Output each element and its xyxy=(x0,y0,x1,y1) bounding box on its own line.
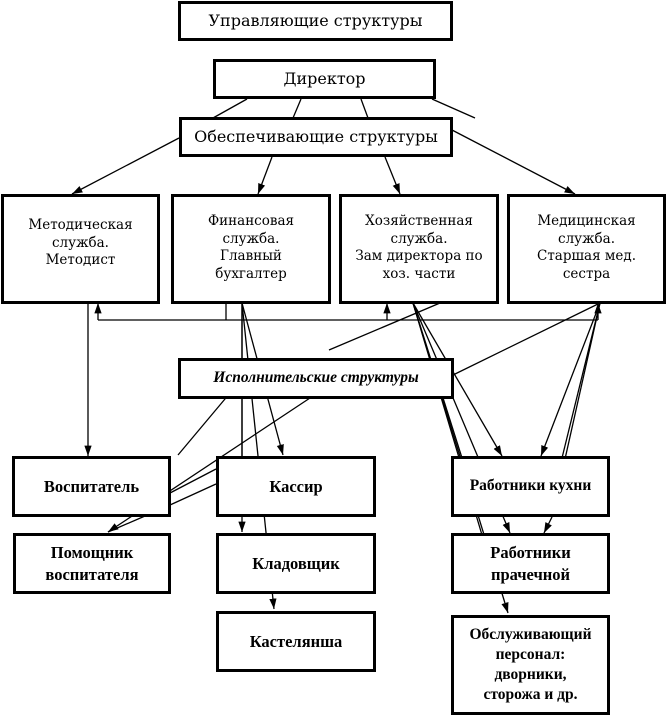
laundry-workers-box: Работники прачечной xyxy=(451,533,610,594)
arrow-to-laundry-med xyxy=(543,516,553,534)
executive-structures-label: Исполнительские структуры xyxy=(213,369,419,387)
educator-label: Воспитатель xyxy=(43,476,140,496)
connector xyxy=(360,98,369,119)
kitchen-workers-box: Работники кухни xyxy=(451,456,610,517)
educator-box: Воспитатель xyxy=(12,456,171,517)
household-service-box: Хозяйственная служба. Зам директора по х… xyxy=(339,194,499,304)
methodical-service-box: Методическая служба. Методист xyxy=(1,194,160,304)
laundry-workers-label: Работники прачечной xyxy=(490,543,571,584)
connector xyxy=(292,98,302,119)
methodical-service-label: Методическая служба. Методист xyxy=(28,217,133,269)
linen-keeper-label: Кастелянша xyxy=(249,631,343,651)
financial-service-box: Финансовая служба. Главный бухгалтер xyxy=(171,194,331,304)
connector xyxy=(328,302,441,351)
management-structures-box: Управляющие структуры xyxy=(178,1,453,41)
financial-service-label: Финансовая служба. Главный бухгалтер xyxy=(207,213,295,282)
arrow-to-kitchen xyxy=(412,302,503,457)
arrow-to-kitchen-med xyxy=(540,302,601,457)
assistant-educator-box: Помощник воспитателя xyxy=(13,533,171,594)
service-staff-label: Обслуживающий персонал: дворники, сторож… xyxy=(469,625,592,704)
connector xyxy=(431,98,476,119)
executive-structures-box: Исполнительские структуры xyxy=(178,358,454,399)
connector xyxy=(169,468,217,494)
cashier-label: Кассир xyxy=(269,476,323,496)
assistant-educator-label: Помощник воспитателя xyxy=(45,543,139,584)
linen-keeper-box: Кастелянша xyxy=(216,611,376,672)
director-box: Директор xyxy=(213,59,436,99)
director-label: Директор xyxy=(283,68,366,88)
household-service-label: Хозяйственная служба. Зам директора по х… xyxy=(355,213,483,282)
medical-service-box: Медицинская служба. Старшая мед. сестра xyxy=(507,194,666,304)
cashier-box: Кассир xyxy=(216,456,376,517)
service-staff-box: Обслуживающий персонал: дворники, сторож… xyxy=(451,615,610,715)
management-structures-label: Управляющие структуры xyxy=(208,10,423,30)
storekeeper-box: Кладовщик xyxy=(216,533,376,594)
connector xyxy=(212,98,248,119)
support-structures-label: Обеспечивающие структуры xyxy=(194,126,438,146)
medical-service-label: Медицинская служба. Старшая мед. сестра xyxy=(537,213,636,282)
storekeeper-label: Кладовщик xyxy=(252,553,340,573)
connector xyxy=(177,392,231,456)
arrow-to-methodical xyxy=(71,137,180,195)
support-structures-box: Обеспечивающие структуры xyxy=(179,117,453,157)
arrow-to-household xyxy=(384,156,401,195)
kitchen-workers-label: Работники кухни xyxy=(469,477,592,495)
arrow-to-financial xyxy=(257,156,273,195)
connector xyxy=(452,302,601,376)
arrow-to-medical xyxy=(451,129,576,195)
connector xyxy=(169,483,217,506)
connector xyxy=(107,515,146,533)
